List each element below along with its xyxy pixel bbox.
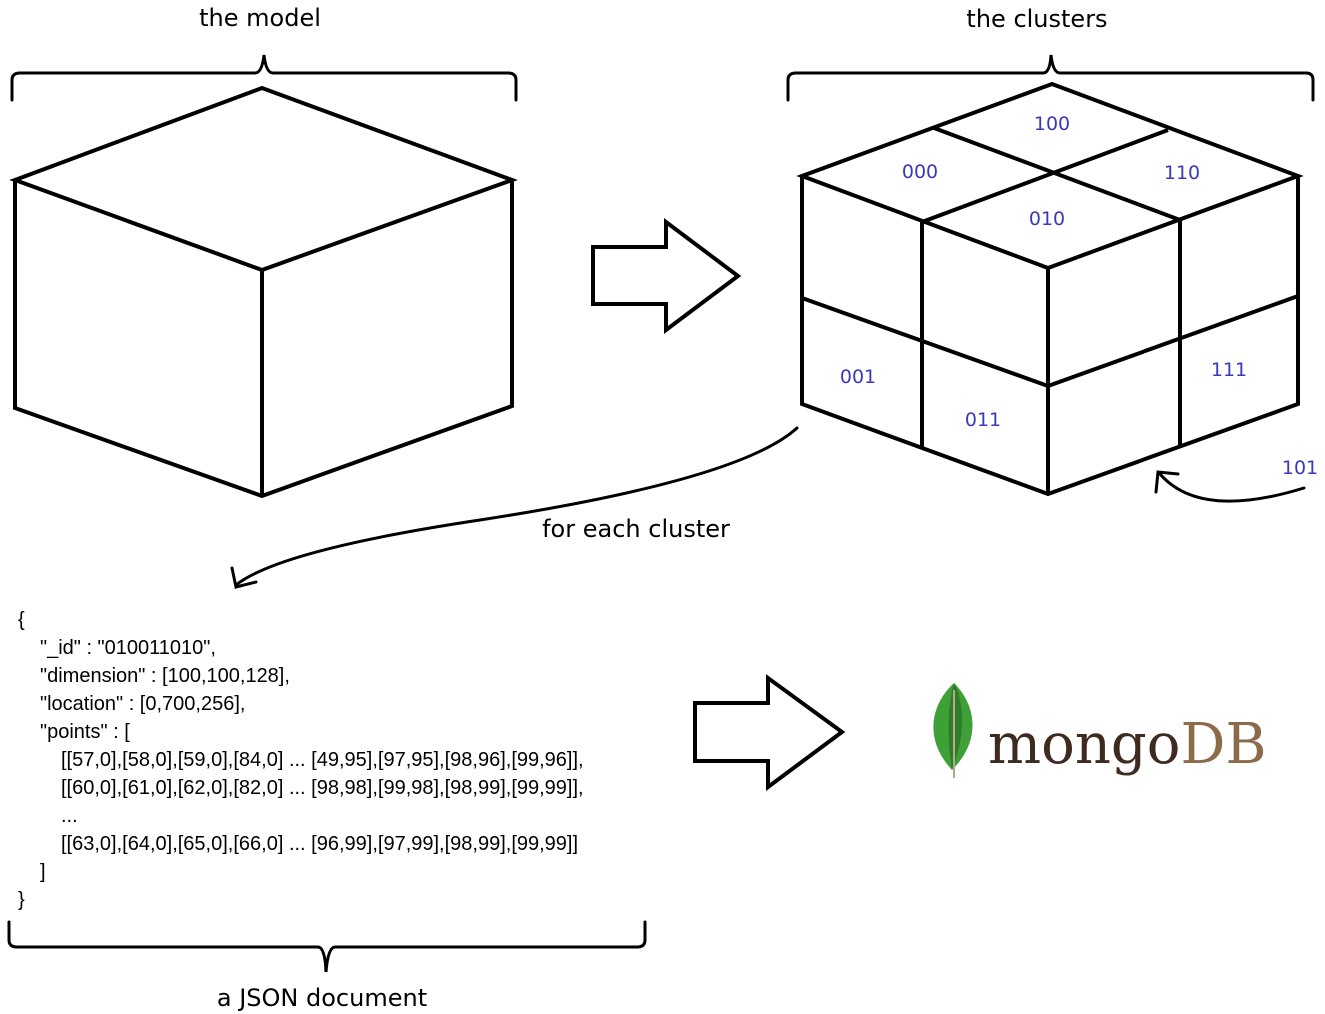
cluster-label-001: 001 <box>840 366 876 388</box>
json-line: [[57,0],[58,0],[59,0],[84,0] ... [49,95]… <box>61 749 584 771</box>
json-line: ] <box>40 861 46 883</box>
json-line: [[63,0],[64,0],[65,0],[66,0] ... [96,99]… <box>61 833 578 855</box>
cluster-label-111: 111 <box>1211 359 1247 381</box>
cluster-label-101: 101 <box>1282 457 1318 479</box>
cluster-label-000: 000 <box>902 161 938 183</box>
json-line: { <box>18 609 25 631</box>
json-document-label: a JSON document <box>217 984 427 1012</box>
json-brace <box>7 920 647 973</box>
right-arrow-icon <box>591 218 742 334</box>
json-line: ... <box>61 805 78 827</box>
model-brace <box>10 54 518 102</box>
json-line: "location" : [0,700,256], <box>40 693 245 715</box>
clusters-cube <box>796 81 1304 497</box>
model-label: the model <box>199 4 321 32</box>
json-document: { "_id" : "010011010", "dimension" : [10… <box>18 609 584 911</box>
right-arrow-icon <box>693 674 846 791</box>
clusters-brace <box>786 54 1315 102</box>
clusters-label: the clusters <box>966 5 1107 33</box>
cluster-label-010: 010 <box>1029 208 1065 230</box>
json-line: "points" : [ <box>40 721 130 743</box>
cluster-label-100: 100 <box>1034 113 1070 135</box>
mongodb-logo: mongoDB <box>933 683 1267 778</box>
cluster-label-110: 110 <box>1164 162 1200 184</box>
cluster-label-011: 011 <box>965 409 1001 431</box>
for-each-cluster-arrow <box>230 426 799 589</box>
json-line: [[60,0],[61,0],[62,0],[82,0] ... [98,98]… <box>61 777 584 799</box>
leaf-icon <box>933 683 973 778</box>
json-line: "dimension" : [100,100,128], <box>40 665 290 687</box>
model-cube <box>9 85 518 499</box>
hidden-cluster-pointer <box>1154 470 1306 503</box>
for-each-cluster-label: for each cluster <box>542 515 730 543</box>
json-line: "_id" : "010011010", <box>40 637 216 659</box>
mongodb-wordmark: mongoDB <box>988 712 1267 777</box>
json-line: } <box>18 889 25 911</box>
